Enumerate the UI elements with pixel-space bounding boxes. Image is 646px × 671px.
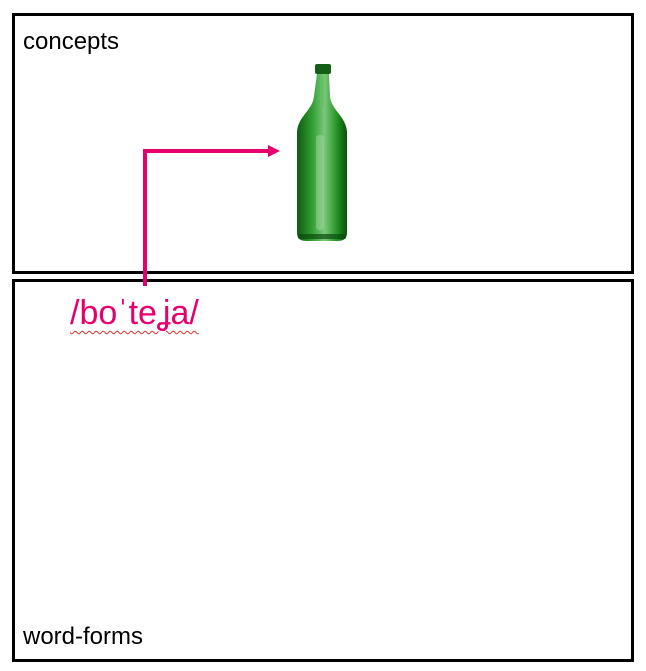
concepts-panel: concepts bbox=[12, 13, 634, 274]
concepts-label: concepts bbox=[23, 28, 120, 55]
word-form-label: /boˈteʝa/ bbox=[70, 294, 199, 332]
word-forms-panel: word-forms bbox=[12, 279, 634, 662]
word-forms-label: word-forms bbox=[23, 623, 144, 650]
